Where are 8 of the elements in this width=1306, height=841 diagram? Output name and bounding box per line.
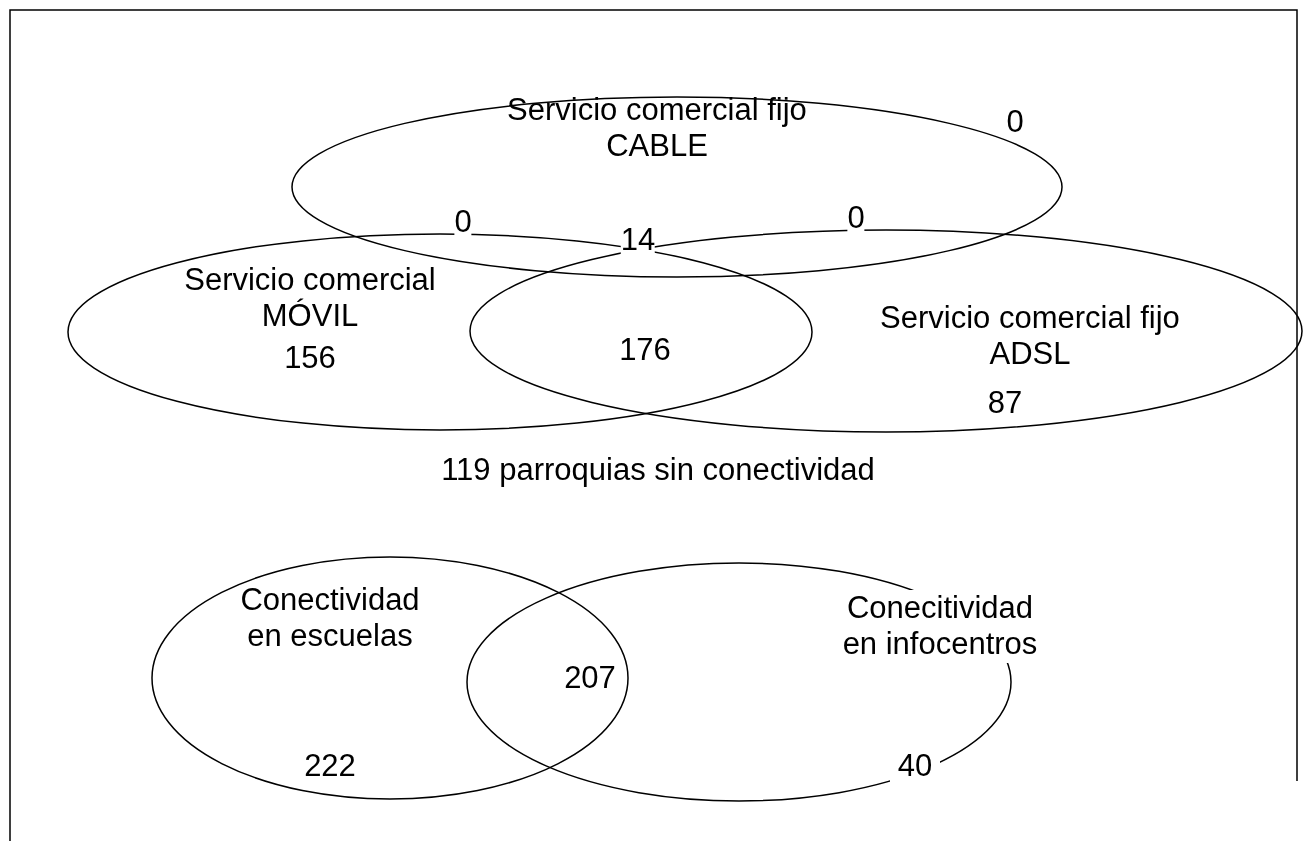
set-label: Servicio comercial MÓVIL xyxy=(183,262,437,335)
count-value: 87 xyxy=(986,385,1024,422)
count-value: 0 xyxy=(1005,104,1025,141)
set-label: Servicio comercial fijo CABLE xyxy=(506,92,808,165)
count-value: 156 xyxy=(283,340,337,377)
set-label: Servicio comercial fijo ADSL xyxy=(879,300,1181,373)
count-value: 222 xyxy=(303,748,357,785)
set-label: Conectividad en escuelas xyxy=(239,582,421,655)
